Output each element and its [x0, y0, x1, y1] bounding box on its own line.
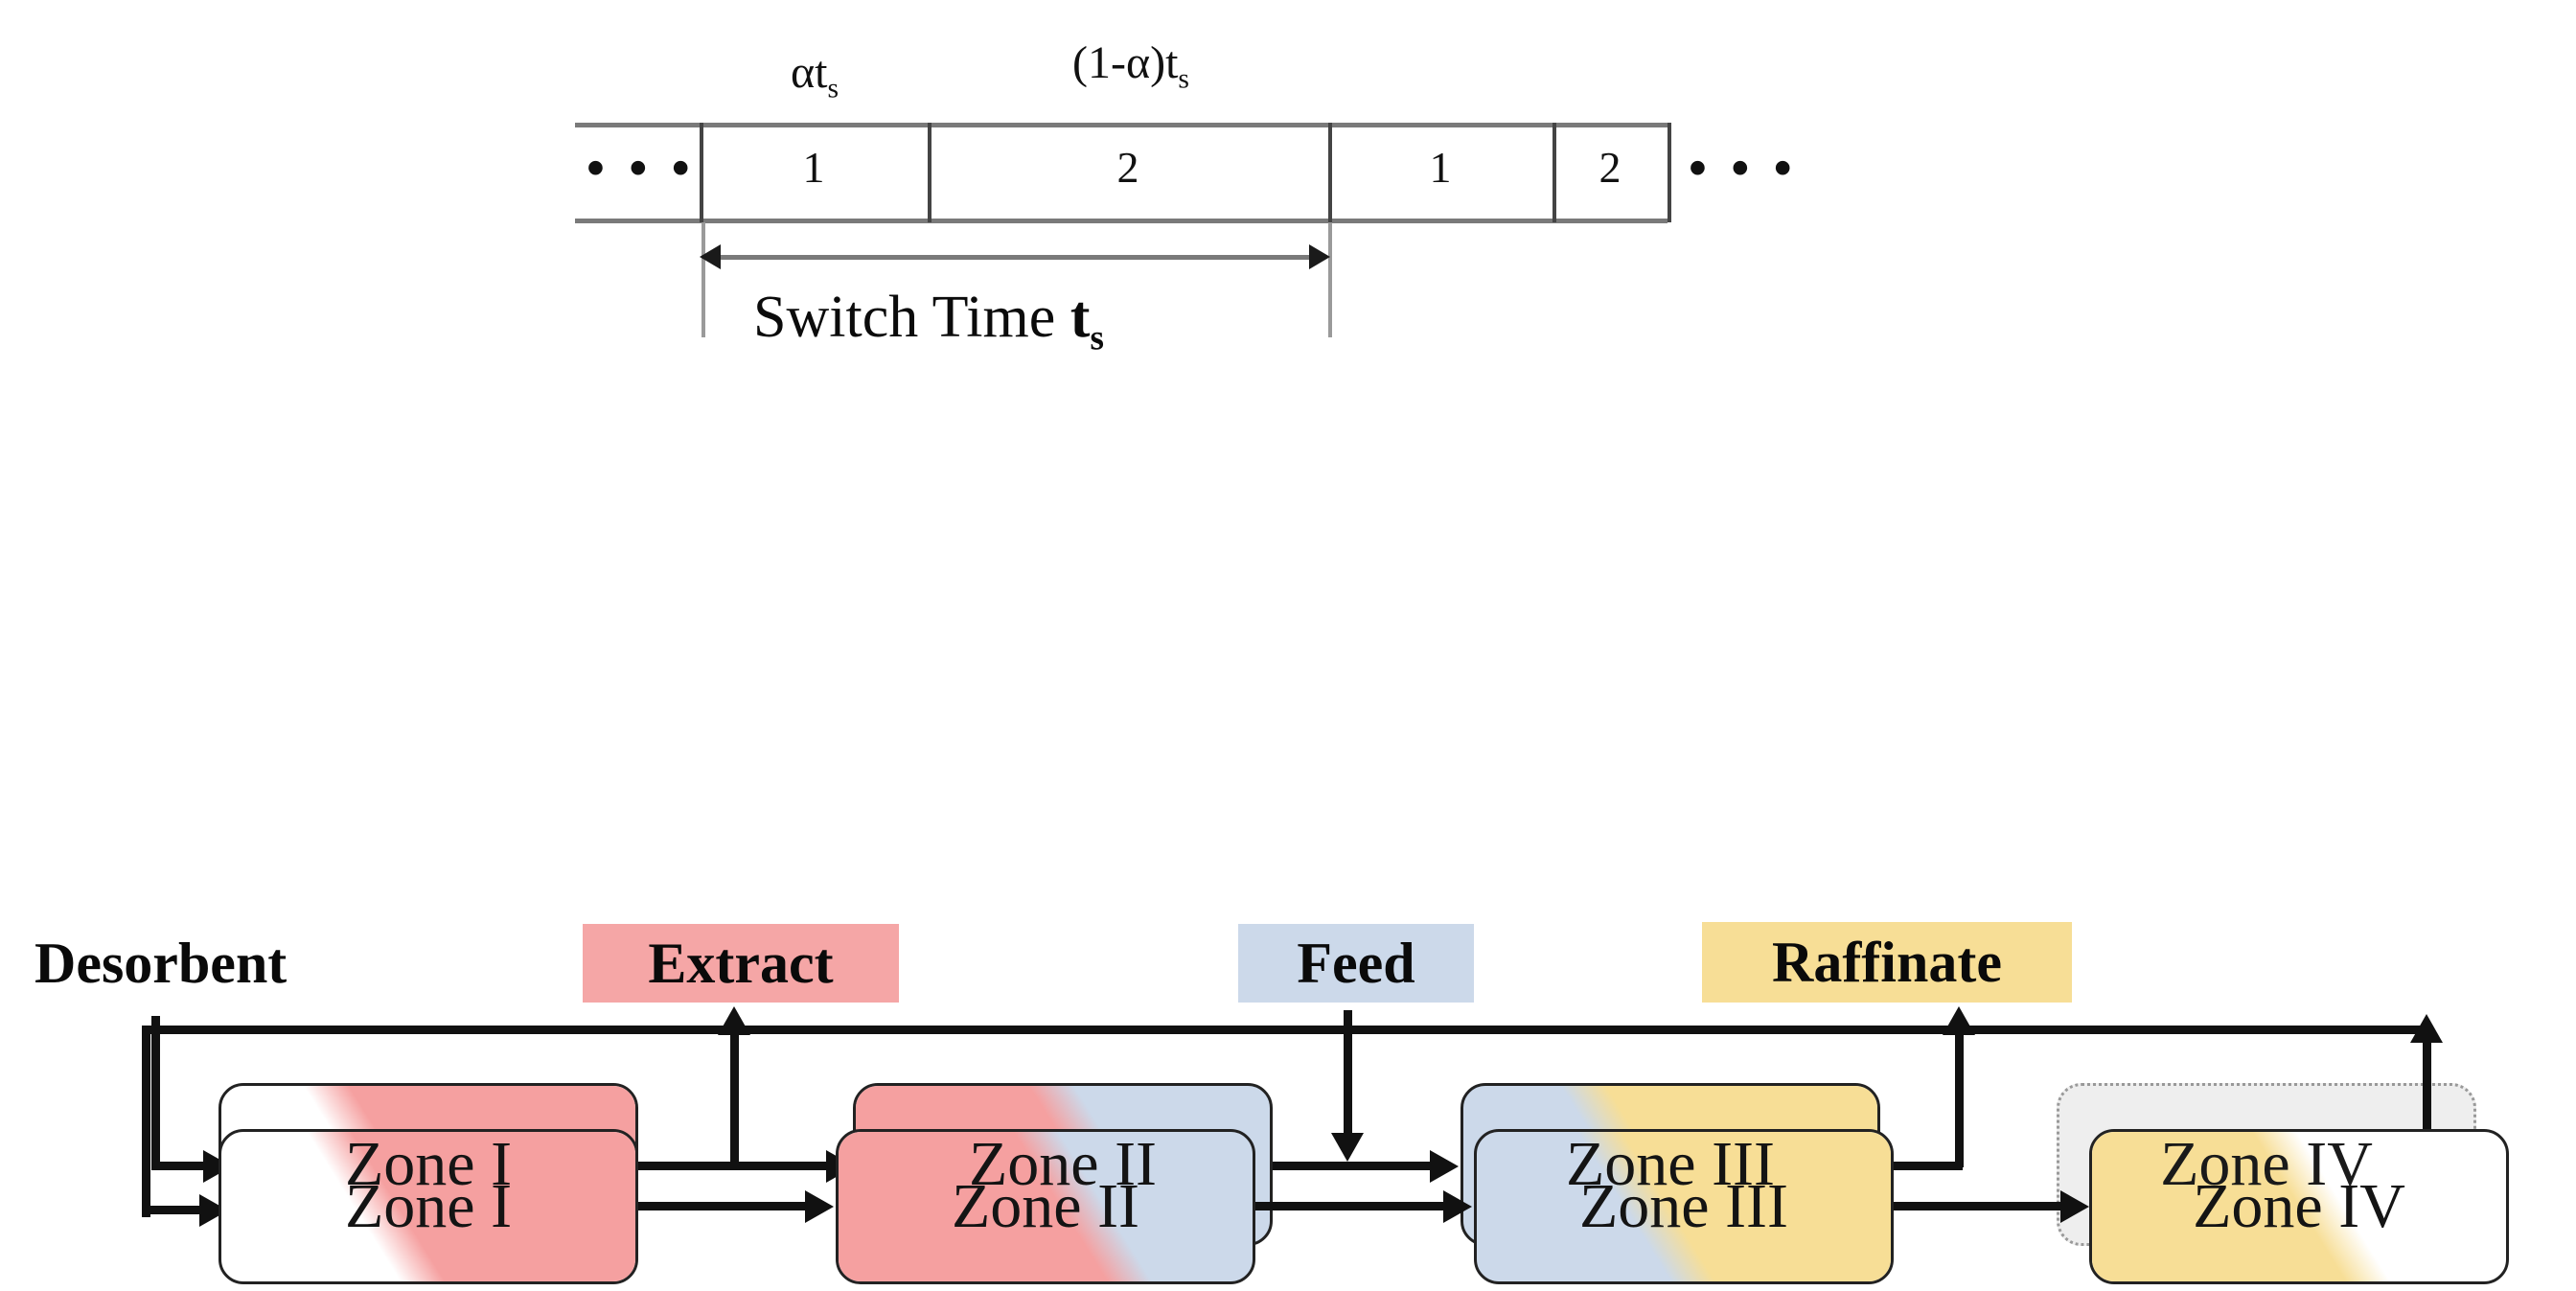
zone1b-to-zone2b-arrowhead [805, 1190, 834, 1223]
port-label-raffinate: Raffinate [1702, 922, 2072, 1003]
port-label-feed: Feed [1238, 924, 1474, 1003]
zone2b-to-zone3b-arrowhead [1443, 1190, 1472, 1223]
timeline-bottom-rule [575, 219, 1668, 223]
zone-box-3[interactable]: Zone III [1460, 1083, 1880, 1246]
zone-2-label: Zone II [968, 1129, 1158, 1199]
timeline-divider-1 [700, 123, 703, 222]
zone2-to-zone3-line [1273, 1162, 1445, 1170]
alpha-ts-text: αt [790, 47, 828, 98]
alpha-ts-sub: s [827, 72, 840, 104]
recycle-up-arrowhead [2410, 1014, 2443, 1043]
smb-closed-loop-row: Zone I Zone II Zone III Zone IV [0, 853, 2576, 1291]
timeline-label-alpha-ts: αts [719, 50, 910, 103]
extract-takeoff-line [730, 1033, 739, 1167]
feed-arrowhead [1331, 1133, 1364, 1162]
timeline-divider-3 [1328, 123, 1332, 222]
zone-box-4-bottom[interactable]: Zone IV [2089, 1129, 2509, 1284]
raffinate-takeoff-vertical [1955, 1033, 1964, 1167]
recycle-right-vertical [2423, 1035, 2431, 1210]
timeline-label-one-minus-alpha-ts: (1-α)ts [958, 40, 1303, 93]
port-label-extract: Extract [583, 924, 899, 1003]
zone-1-bottom-label: Zone I [344, 1171, 513, 1241]
zone-4-bottom-band [2092, 1132, 2506, 1281]
timeline-divider-4 [1552, 123, 1556, 222]
zone-3-bottom-band [1477, 1132, 1891, 1281]
zone-3-bottom-label: Zone III [1578, 1171, 1789, 1241]
recycle-left-vertical [142, 1026, 150, 1217]
zone-3-label: Zone III [1565, 1129, 1776, 1199]
zone1-to-zone2-line [638, 1162, 841, 1170]
switch-time-caption-symbol: t [1070, 285, 1091, 350]
switch-time-caption: Switch Time ts [753, 288, 1104, 357]
zone-box-2-bottom[interactable]: Zone II [836, 1129, 1255, 1284]
zone-4-label: Zone IV [2160, 1129, 2373, 1199]
timeline-cell-1b: 1 [1429, 143, 1452, 192]
switch-time-measure-line [719, 255, 1319, 260]
zone2-to-zone3-arrowhead [1430, 1150, 1459, 1183]
zone-1-label: Zone I [344, 1129, 513, 1199]
desorbent-down-line [151, 1016, 160, 1169]
zone-1-bottom-band [221, 1132, 635, 1281]
switch-time-arrow-left [700, 244, 721, 269]
timeline-divider-5 [1668, 123, 1671, 222]
zone3b-to-zone4b-line [1894, 1202, 2076, 1210]
timeline-right-ellipsis: • • • [1689, 139, 1798, 196]
recycle-into-zone1-horizontal [142, 1206, 207, 1214]
timeline-left-ellipsis: • • • [586, 139, 696, 196]
timeline-divider-2 [928, 123, 932, 222]
switch-time-tick-left [702, 222, 705, 337]
port-label-desorbent: Desorbent [34, 931, 288, 995]
desorbent-into-zone1-line [151, 1162, 209, 1170]
one-minus-alpha-ts-sub: s [1178, 62, 1189, 95]
zone-box-4[interactable]: Zone IV [2057, 1083, 2476, 1246]
zone-box-1-bottom[interactable]: Zone I [218, 1129, 638, 1284]
smb-open-loop-row: Desorbent Extract Feed Raffinate Zone I … [0, 412, 2576, 1246]
zone-box-1[interactable]: Zone I [218, 1083, 638, 1246]
switch-time-caption-sub: s [1090, 318, 1104, 358]
switch-time-arrow-right [1309, 244, 1330, 269]
switch-time-caption-prefix: Switch Time [753, 285, 1070, 350]
timeline-cell-2a: 2 [1116, 143, 1139, 192]
zone-4-bottom-label: Zone IV [2193, 1171, 2405, 1241]
zone-box-3-bottom[interactable]: Zone III [1474, 1129, 1894, 1284]
recycle-top-horizontal [142, 1026, 2430, 1034]
timeline-cell-1a: 1 [802, 143, 825, 192]
timeline-cell-2b: 2 [1598, 143, 1622, 192]
zone-2-bottom-band [839, 1132, 1253, 1281]
raffinate-takeoff-horizontal [1878, 1162, 1963, 1170]
zone3b-to-zone4b-arrowhead [2060, 1190, 2089, 1223]
switch-time-tick-right [1328, 222, 1332, 337]
switch-time-timeline: • • • • • • αts (1-α)ts 1 2 1 2 Switch T… [0, 0, 2576, 412]
timeline-top-rule [575, 123, 1668, 127]
zone-2-bottom-label: Zone II [951, 1171, 1140, 1241]
feed-injection-line [1344, 1010, 1352, 1135]
one-minus-alpha-ts-text: (1-α)t [1071, 37, 1179, 88]
zone1b-to-zone2b-line [638, 1202, 820, 1210]
zone2b-to-zone3b-line [1255, 1202, 1459, 1210]
